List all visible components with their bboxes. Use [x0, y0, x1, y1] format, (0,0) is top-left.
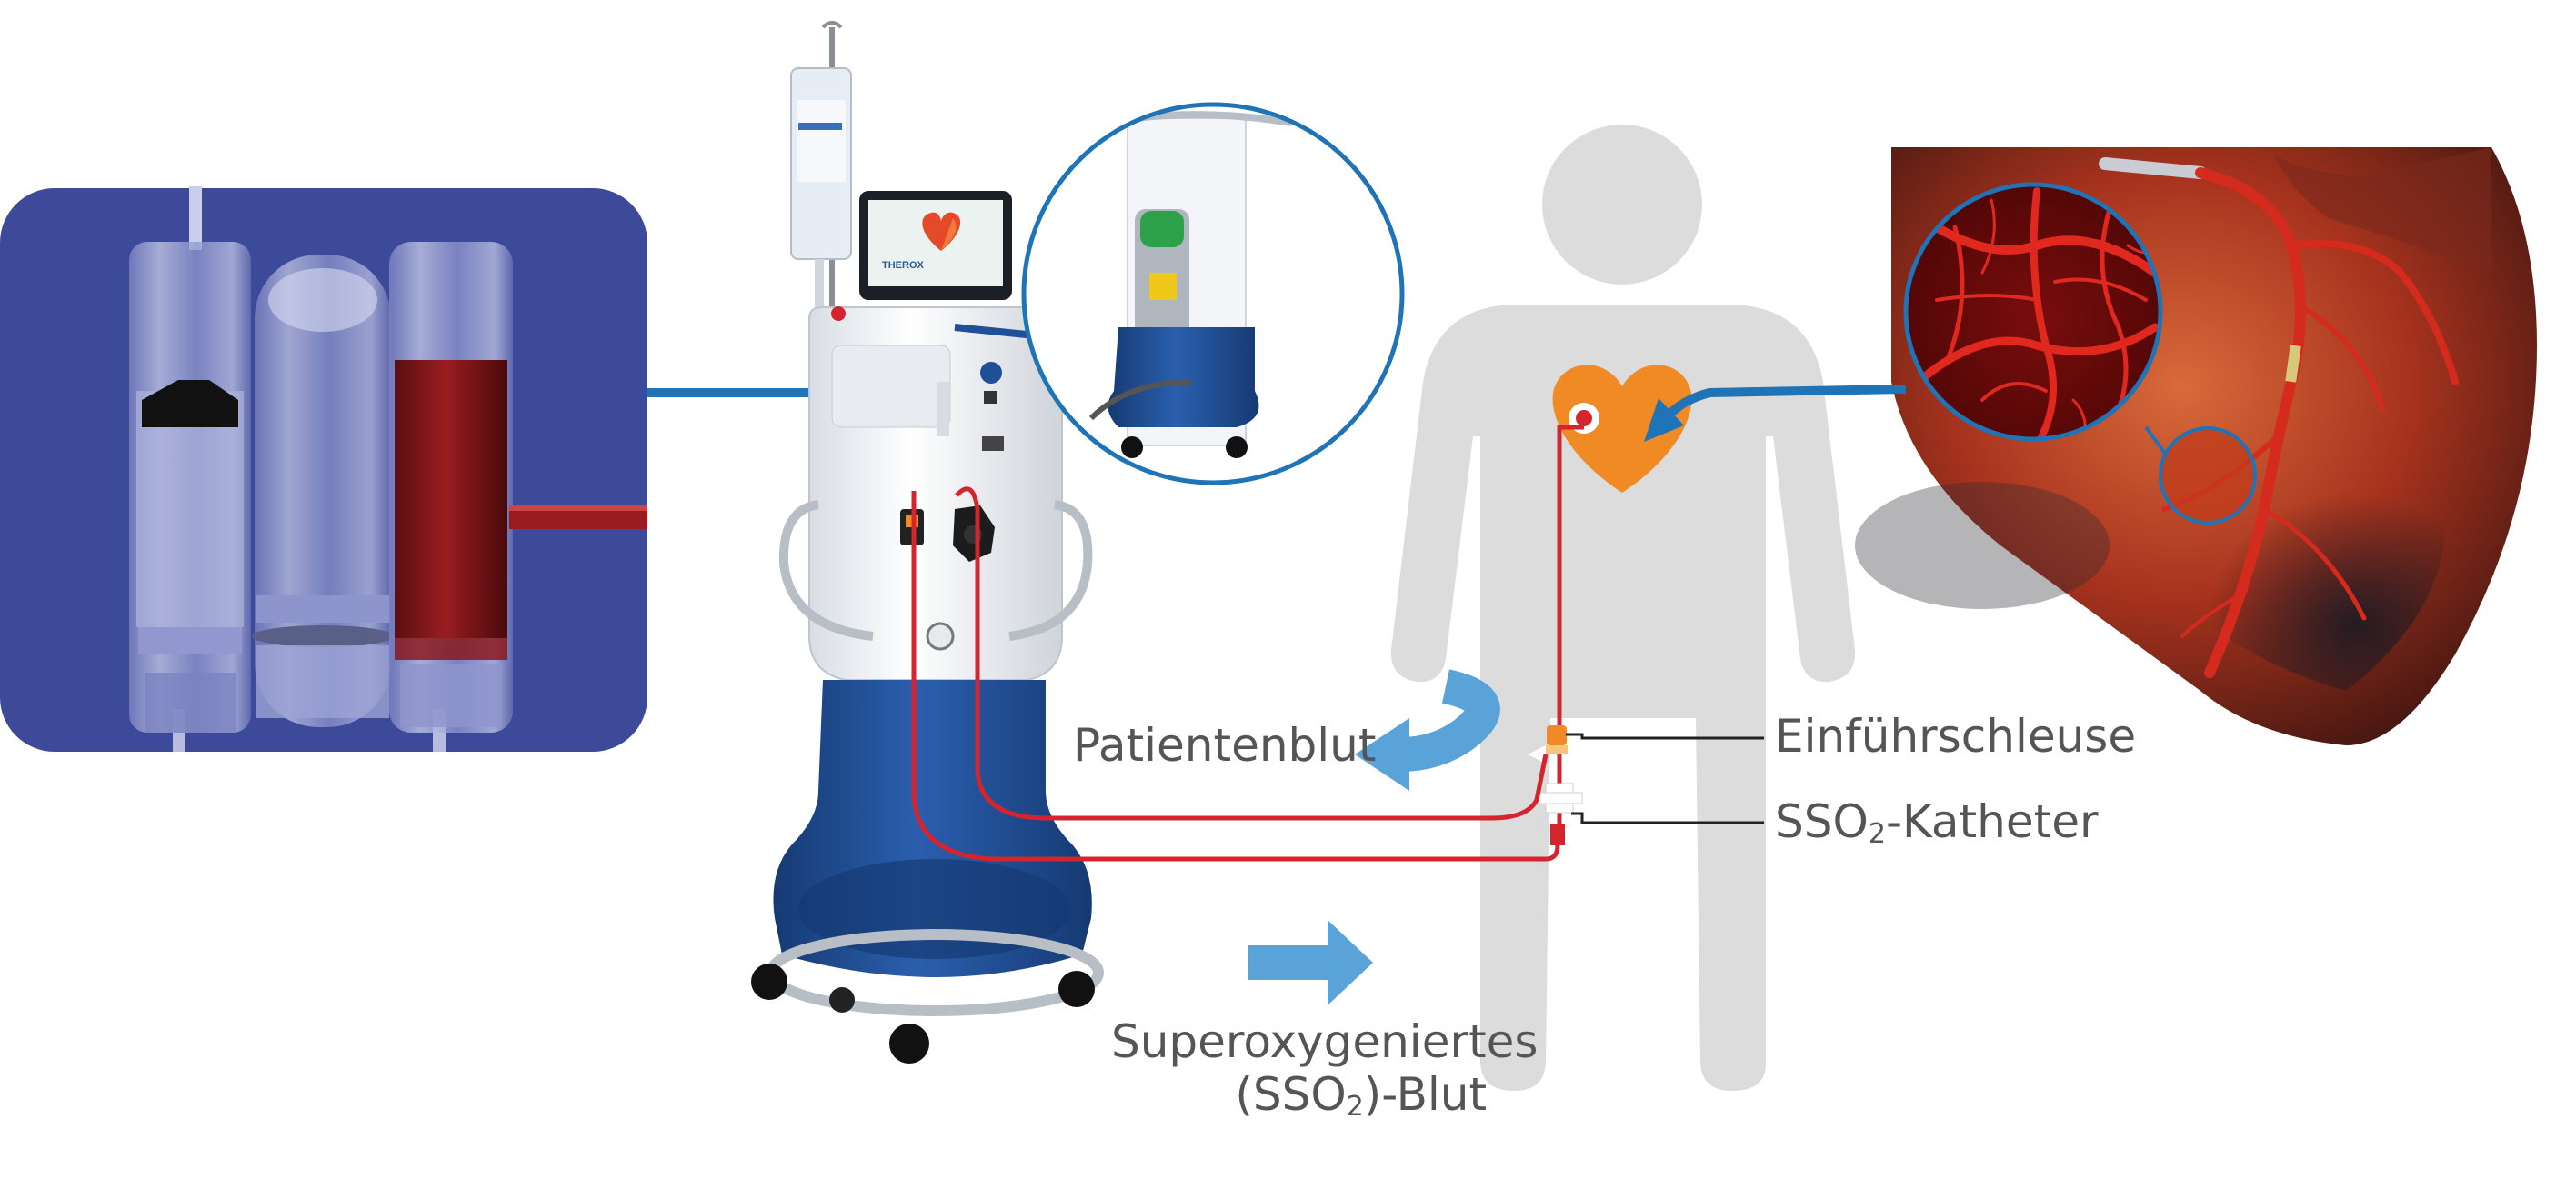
cylinder-2 — [252, 255, 394, 727]
label-patient-blood: Patientenblut — [1073, 719, 1377, 772]
catheter-tube — [1528, 425, 1584, 845]
therox-device: THEROX — [751, 21, 1104, 1064]
screen-brand: THEROX — [882, 260, 925, 271]
heart-anatomy — [1855, 147, 2537, 745]
blood-tubes — [911, 486, 1560, 862]
curved-arrow-left-icon — [1355, 669, 1500, 791]
arrow-right-icon — [1248, 920, 1373, 1005]
iv-bag — [790, 67, 852, 309]
device-back-inset — [1021, 102, 1405, 485]
heart-icon — [1552, 365, 1692, 493]
device-monitor — [859, 191, 1012, 300]
human-figure — [1390, 125, 1856, 1091]
cylinder-1 — [129, 242, 251, 733]
label-superoxygenated-blood: Superoxygeniertes (SSO2)-Blut — [1111, 1015, 1539, 1123]
cylinder-blood — [389, 242, 647, 733]
label-sso2-catheter: SSO2-Katheter — [1775, 795, 2099, 850]
callout-lines — [1566, 733, 1764, 824]
label-introducer-sheath: Einführschleuse — [1775, 710, 2137, 763]
arrow-zoom-to-heart — [1644, 385, 1907, 442]
cartridge-panel — [0, 186, 647, 752]
